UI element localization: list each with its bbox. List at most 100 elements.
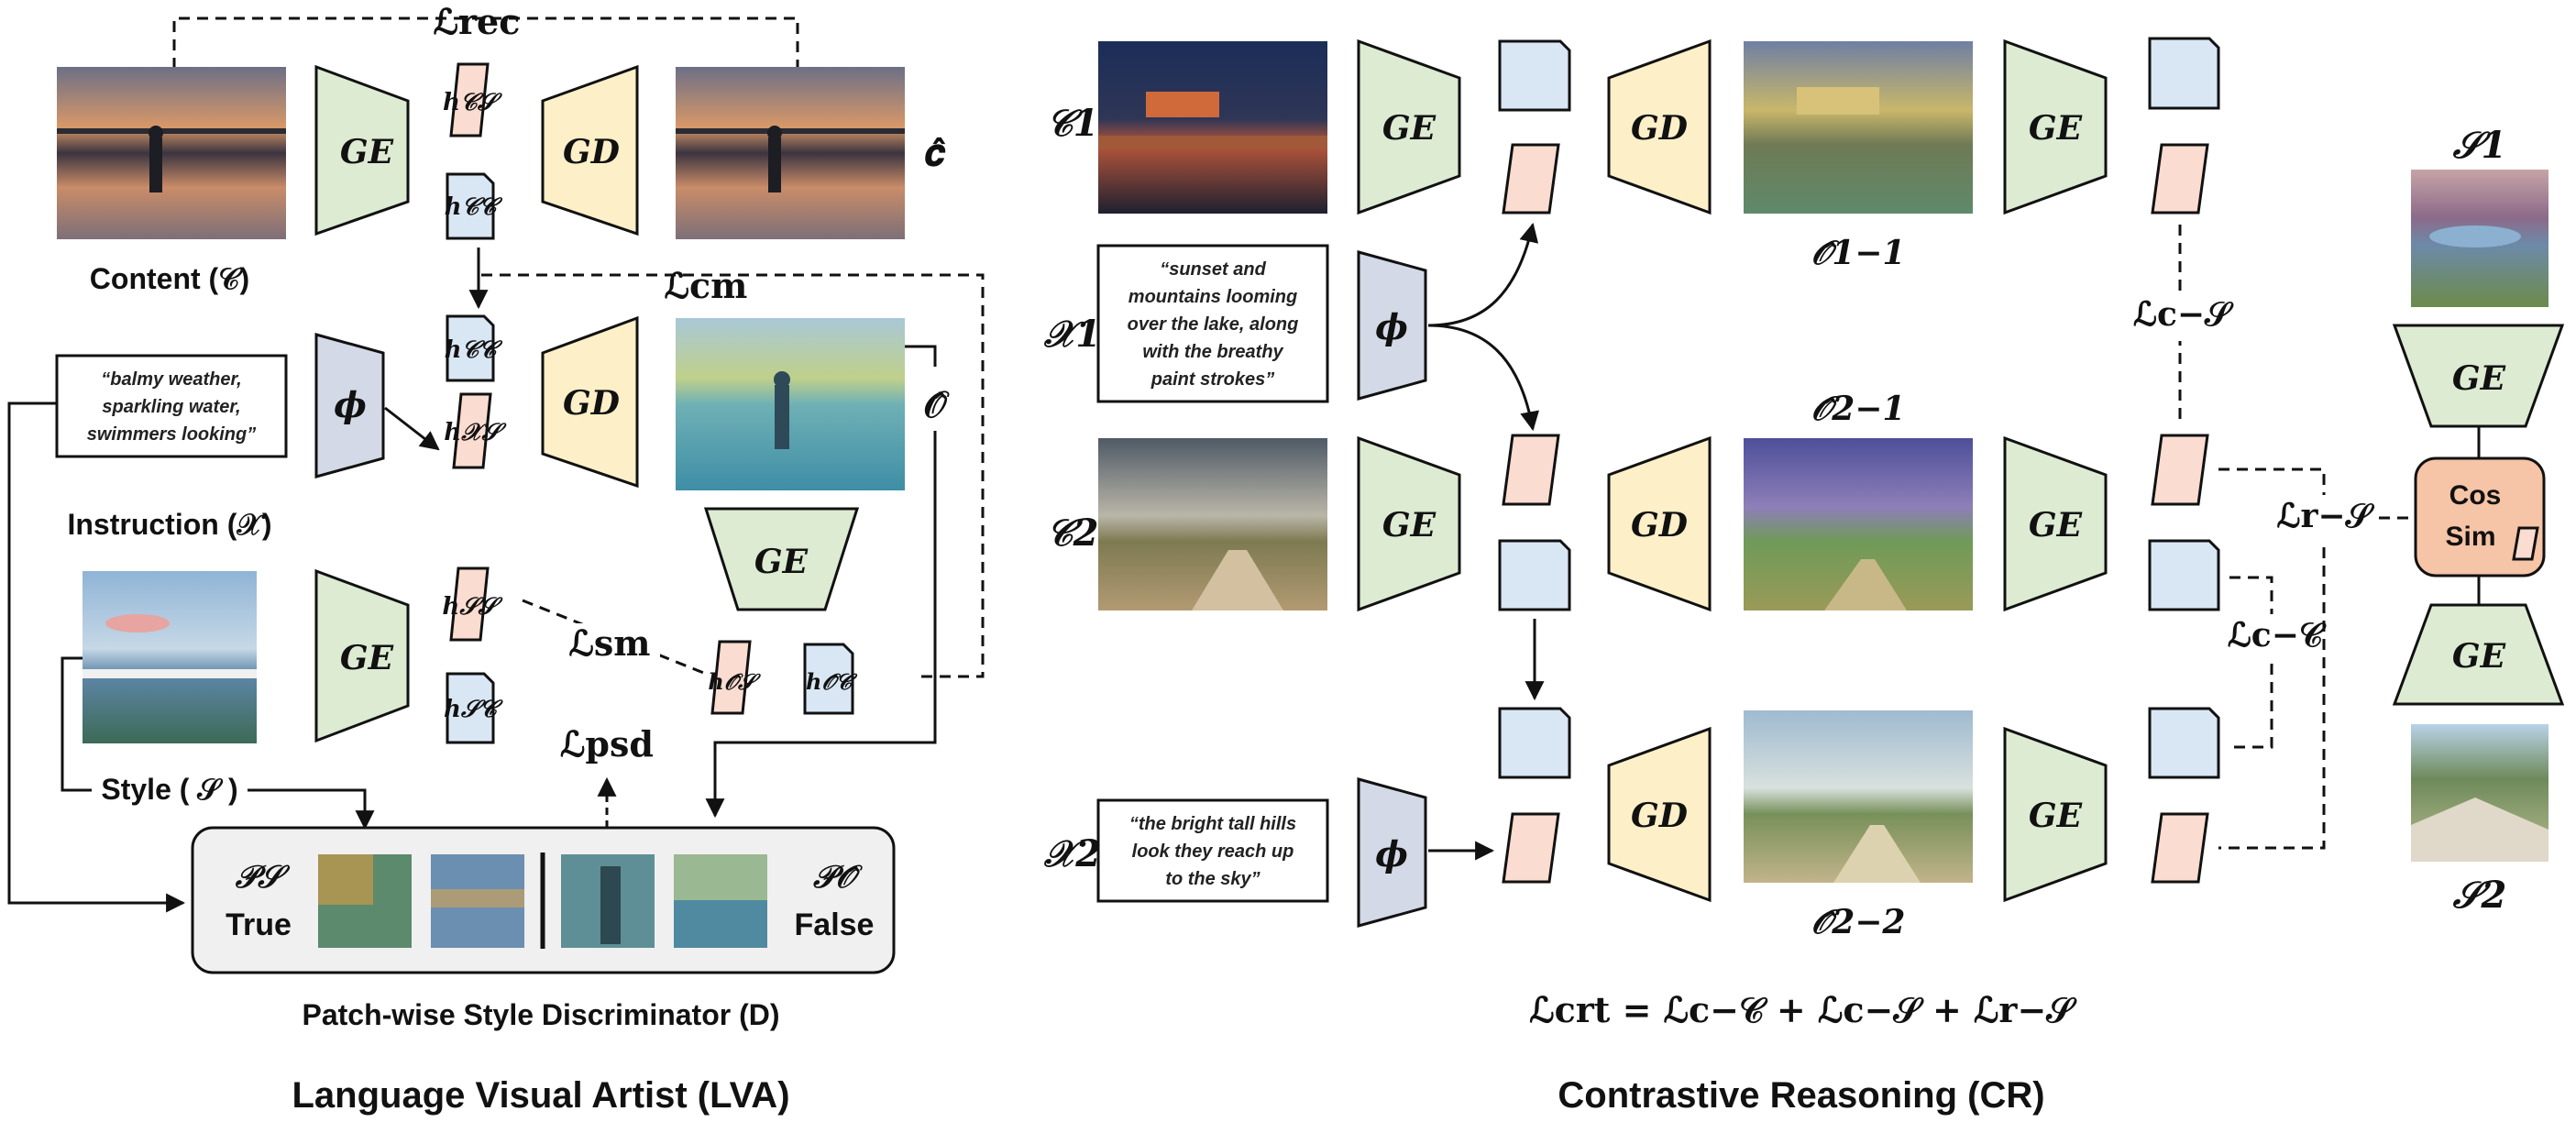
cr-content-vec-3 [1498,707,1571,779]
output-image-o21 [1744,438,1973,610]
hsx-label: h𝒳𝒮 [444,419,507,446]
s2-style-image [2411,724,2548,862]
cos-sim-label-2: Sim [2445,522,2495,552]
cr-encoder-2-label: GE [1382,506,1437,544]
cr-content-vec-5 [2148,539,2220,611]
content-vector-hco [803,643,854,715]
cr-encoder-4 [2003,435,2108,612]
text-encoder-phi-lva [314,333,385,478]
encoder-ge-bottom [314,568,410,743]
s1-style-image [2411,170,2548,307]
loss-rs-label: ℒr−𝒮 [2277,497,2375,535]
phi-lva-label: ϕ [334,384,367,425]
cr-encoder-s2-label: GE [2452,637,2506,676]
lva-section-title: Language Visual Artist (LVA) [292,1075,789,1116]
hss-label: h𝒮𝒮 [442,593,503,621]
x2-instruction-box [1096,798,1329,903]
cr-encoder-3-label: GE [2029,109,2083,148]
decoder-gd-top-label: GD [563,133,620,171]
disc-true-symbol: 𝒫𝒮 [236,859,292,896]
cr-style-vec-3 [1502,812,1560,884]
arrow-phi1-to-style1 [1427,222,1539,327]
loss-crt-formula: ℒcrt = ℒc−𝒞 + ℒc−𝒮 + ℒr−𝒮 [1529,989,2077,1030]
cr-style-vec-2 [1502,434,1560,506]
cos-sim-label-1: Cos [2449,480,2502,511]
cr-encoder-s1 [2392,324,2565,428]
cr-panel: 𝒞1 𝒳1 𝒞2 𝒳2 “sunset and mountains loomin… [1043,37,2565,1116]
o22-label: 𝒪̂2−2 [1811,903,1906,941]
content-image [57,67,286,239]
encoder-ge-mid-label: GE [754,543,809,581]
style-vector-hso [710,640,752,715]
content-vector-hcc-mid [446,314,495,382]
hcc-label: h𝒞𝒞 [445,193,503,221]
x1-line-1: “sunset and [1160,259,1266,280]
o-hat-label: 𝒪̂ [923,383,950,426]
cr-section-title: Contrastive Reasoning (CR) [1558,1075,2044,1116]
cr-encoder-5 [2003,726,2108,903]
loss-rec-label: ℒrec [434,1,521,42]
cr-content-vec-4 [2148,37,2220,110]
c1-label: 𝒞1 [1047,102,1099,145]
cr-text-encoder-phi-2 [1357,777,1427,928]
cr-style-vec-4 [2151,143,2209,214]
content-vector-hsc-bottom [446,672,495,744]
reconstructed-content-image [676,67,905,239]
style-label: Style ( 𝒮 ) [101,773,237,806]
loss-psd-label: ℒpsd [560,723,654,764]
x1-line-3: over the lake, along [1128,314,1299,335]
instruction-line-3: swimmers looking” [87,424,257,445]
x2-line-3: to the sky” [1165,869,1260,889]
cr-encoder-s2 [2392,603,2565,706]
content-vector-hcc [446,172,495,240]
s2-label: 𝒮2 [2452,874,2507,917]
loss-cm-line [481,273,985,678]
x2-line-2: look they reach up [1132,842,1294,862]
decoder-gd-top [541,64,639,236]
arrow-instruction-to-disc [7,402,186,913]
encoder-ge-bottom-label: GE [340,639,394,677]
hso-label: h𝒪̂𝒮 [708,668,761,695]
loss-cm-label: ℒcm [665,265,748,306]
x1-line-5: paint strokes” [1150,369,1274,390]
arrow-phi1-to-style2 [1427,324,1539,432]
cr-encoder-1-label: GE [1382,109,1437,148]
cr-encoder-1 [1357,38,1461,215]
x1-instruction-box [1096,244,1329,403]
cr-style-vec-1 [1502,143,1560,214]
disc-false-word: False [795,908,875,942]
hcc-mid-label: h𝒞𝒞 [445,336,503,364]
cr-encoder-4-label: GE [2029,506,2083,544]
cr-encoder-2 [1357,435,1461,612]
cr-text-encoder-phi-1 [1357,250,1427,401]
s1-label: 𝒮1 [2452,124,2507,167]
x2-label: 𝒳2 [1043,832,1101,875]
decoder-gd-mid [541,315,639,489]
loss-cc-label: ℒc−𝒞 [2228,616,2327,654]
disc-true-word: True [226,908,292,942]
cr-decoder-3 [1607,726,1712,903]
cr-decoder-2-label: GD [1631,506,1688,544]
style-vector-hss [449,566,490,642]
encoder-ge-top [314,64,410,236]
c2-content-image [1098,438,1327,610]
x1-line-4: with the breathy [1142,342,1283,362]
cr-phi-1-label: ϕ [1375,306,1408,347]
arrow-to-discriminator [705,431,937,819]
hsc-label: h𝒞𝒮 [443,89,503,116]
loss-sm-label: ℒsm [569,622,651,664]
hco-label: h𝒪̂𝒞 [806,668,858,695]
cr-decoder-1-label: GD [1631,109,1688,148]
style-image [83,571,257,743]
arrow-style-to-disc [61,656,375,830]
cr-content-vec-6 [2148,707,2220,779]
c1-content-image [1098,41,1327,214]
loss-rs-line [2218,468,2326,850]
disc-false-symbol: 𝒫𝒪̂ [813,859,864,896]
decoder-gd-mid-label: GD [563,384,620,423]
loss-cc-line [2229,576,2273,749]
cr-encoder-3 [2003,38,2108,215]
x1-label: 𝒳1 [1043,313,1101,356]
instruction-label: Instruction (𝒳) [67,508,271,541]
hcs-label: h𝒮𝒞 [444,696,503,723]
